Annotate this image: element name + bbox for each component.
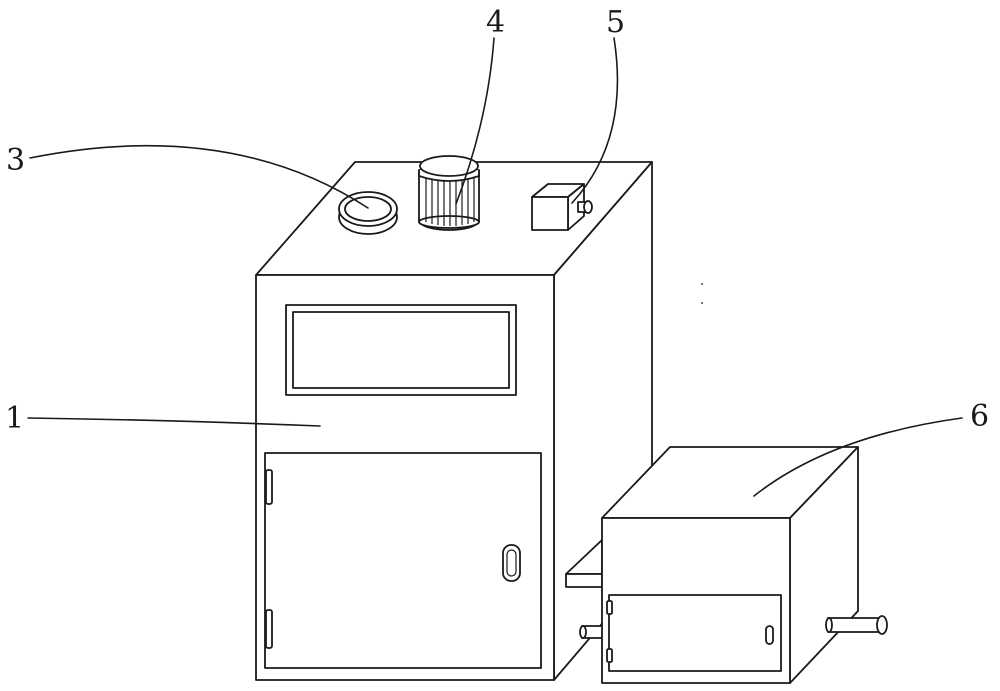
connector	[565, 539, 605, 639]
speck	[701, 283, 703, 285]
control-box-front	[531, 196, 569, 231]
leader-lines	[27, 37, 963, 497]
leader-1	[27, 417, 321, 427]
leader-5	[571, 37, 619, 204]
door-handle-inner	[506, 549, 517, 577]
control-box-nozzle-end	[583, 200, 593, 214]
outlet-pipe-end	[876, 615, 888, 635]
leader-4	[455, 37, 495, 205]
callout-3: 3	[6, 143, 25, 178]
cabinet-door	[264, 452, 542, 669]
motor	[418, 155, 480, 231]
drawer-hinge-top	[606, 600, 613, 615]
callout-1: 1	[5, 401, 24, 436]
door-hinge-top	[265, 469, 273, 505]
outlet-pipe	[827, 617, 883, 633]
display-window-inner	[292, 311, 510, 389]
callout-5: 5	[606, 5, 625, 40]
leader-3	[29, 144, 369, 209]
display-window-outer	[285, 304, 517, 396]
secondary-box-front	[601, 517, 791, 684]
door-hinge-bottom	[265, 609, 273, 649]
outlet-pipe-start	[825, 617, 833, 633]
secondary-box-drawer	[608, 594, 782, 672]
inlet-cap	[338, 191, 398, 235]
inlet-cap-inner	[344, 196, 392, 222]
motor-top-cap	[419, 155, 479, 177]
callout-6: 6	[970, 399, 989, 434]
secondary-box	[601, 446, 888, 684]
speck	[701, 302, 703, 304]
leader-6	[753, 417, 963, 497]
control-box	[531, 183, 593, 231]
motor-bottom-edge	[418, 215, 480, 229]
connector-shelf-front	[565, 573, 603, 588]
drawer-handle	[765, 625, 774, 645]
main-cabinet	[255, 161, 653, 681]
connector-pipe-end	[579, 625, 587, 639]
callout-4: 4	[486, 5, 505, 40]
drawer-hinge-bottom	[606, 648, 613, 663]
cabinet-front-face	[255, 274, 555, 681]
